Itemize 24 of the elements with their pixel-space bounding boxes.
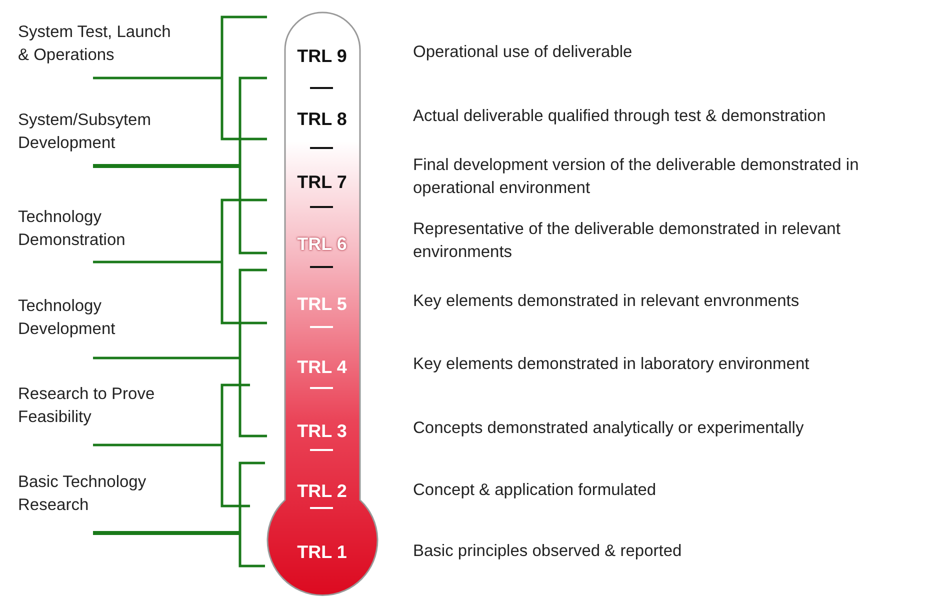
phase-label: System/Subsytem Development [18,110,152,154]
level-description: Operational use of deliverable [413,42,634,63]
level-description: Basic principles observed & reported [413,541,683,562]
level-description: Concepts demonstrated analytically or experimentally [413,418,805,439]
level-description: Concept & application formulated [413,480,658,501]
phase-label: Technology Demonstration [18,207,126,251]
level-description: Actual deliverable qualified through test & demonstration [413,106,827,127]
trl-level-label: TRL 1 [296,542,348,563]
level-description: Final development version of the deliverable demonstrated in operational environment [413,155,860,199]
trl-level-label: TRL 6 [296,234,348,255]
trl-level-label: TRL 4 [296,357,348,378]
trl-level-label: TRL 8 [296,109,348,130]
phase-label: Basic Technology Research [18,472,148,516]
trl-level-label: TRL 7 [296,172,348,193]
trl-level-label: TRL 2 [296,481,348,502]
level-description: Key elements demonstrated in laboratory environment [413,354,810,375]
trl-level-label: TRL 3 [296,421,348,442]
trl-level-label: TRL 9 [296,46,348,67]
phase-label: System Test, Launch & Operations [18,22,172,66]
level-description: Representative of the deliverable demonstrated in relevant environments [413,219,842,263]
trl-level-label: TRL 5 [296,294,348,315]
level-description: Key elements demonstrated in relevant envronments [413,291,800,312]
phase-label: Technology Development [18,296,116,340]
phase-label: Research to Prove Feasibility [18,384,156,428]
